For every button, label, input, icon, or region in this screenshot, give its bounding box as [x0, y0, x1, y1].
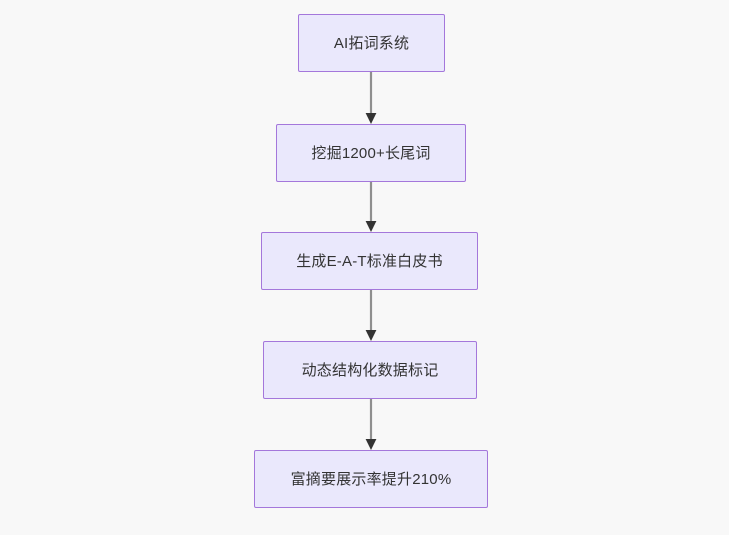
- flow-node-ai-keyword-system[interactable]: AI拓词系统: [298, 14, 445, 72]
- flow-node-label: 挖掘1200+长尾词: [311, 144, 431, 162]
- edge-connector-2: [358, 182, 384, 232]
- flow-node-label: 动态结构化数据标记: [301, 361, 439, 379]
- flow-node-rich-snippet-impression-lift[interactable]: 富摘要展示率提升210%: [254, 450, 488, 508]
- edge-connector-3: [358, 290, 384, 341]
- flow-node-generate-eat-whitepaper[interactable]: 生成E-A-T标准白皮书: [261, 232, 478, 290]
- edge-connector-1: [358, 72, 384, 124]
- flow-node-label: 富摘要展示率提升210%: [290, 470, 452, 488]
- flow-node-dynamic-structured-data-markup[interactable]: 动态结构化数据标记: [263, 341, 477, 399]
- flow-node-mine-longtail-keywords[interactable]: 挖掘1200+长尾词: [276, 124, 466, 182]
- flow-node-label: 生成E-A-T标准白皮书: [296, 252, 443, 270]
- edge-connector-4: [358, 399, 384, 450]
- flow-node-label: AI拓词系统: [333, 34, 410, 52]
